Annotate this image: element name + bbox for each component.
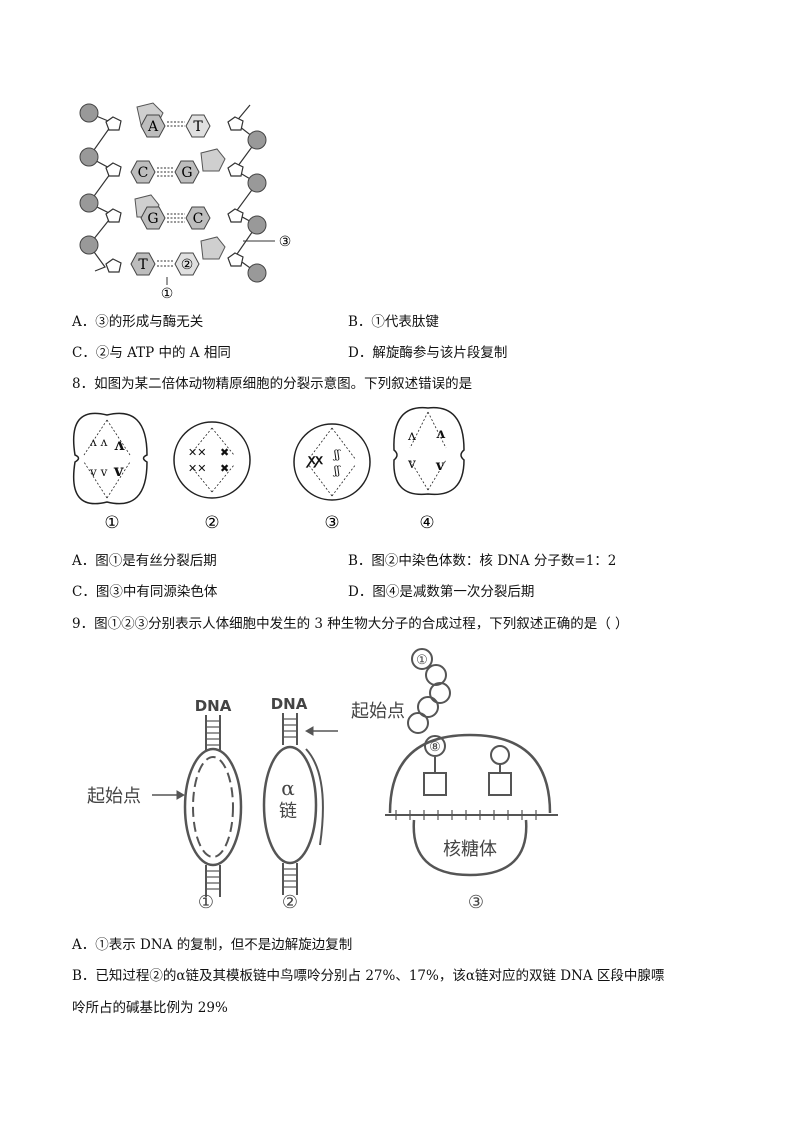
label-3: ③	[279, 234, 292, 250]
translation-ribosome-3	[385, 648, 558, 877]
svg-text:v: v	[407, 456, 416, 472]
cell-1: ʌ ʌ ʌ v v v	[73, 412, 148, 505]
cell-division-figure: ʌ ʌ ʌ v v v ✕✕ ✕✕ ✖ ✖ ꭗꭗ ʃʃ ʃʃ ʌ ʌ v v	[73, 406, 465, 533]
base-label: A	[147, 119, 159, 135]
svg-text:✖: ✖	[220, 446, 229, 459]
q7-option-d[interactable]: D．解旋酶参与该片段复制	[348, 345, 508, 361]
cell-2: ✕✕ ✕✕ ✖ ✖	[173, 421, 251, 499]
base-label: C	[138, 165, 149, 181]
svg-text:ʃʃ: ʃʃ	[332, 448, 341, 461]
cell-label: ①	[104, 513, 119, 533]
right-sugars	[227, 116, 244, 267]
ribosome-label: 核糖体	[443, 839, 497, 860]
q8-stem: 8．如图为某二倍体动物精原细胞的分裂示意图。下列叙述错误的是	[72, 376, 473, 392]
base-label: T	[138, 257, 148, 273]
cell-3: ꭗꭗ ʃʃ ʃʃ	[293, 423, 371, 501]
q8-option-c[interactable]: C．图③中有同源染色体	[72, 584, 218, 600]
base-label: T	[193, 119, 203, 135]
q9-stem: 9．图①②③分别表示人体细胞中发生的 3 种生物大分子的合成过程，下列叙述正确的…	[72, 616, 629, 632]
q8-option-a[interactable]: A．图①是有丝分裂后期	[72, 553, 217, 569]
cell-label: ②	[204, 513, 219, 533]
base-label: G	[181, 165, 192, 181]
svg-text:v: v	[113, 461, 124, 480]
cell-4: ʌ ʌ v v	[393, 406, 465, 496]
base-label: ②	[181, 257, 194, 273]
q9-option-a[interactable]: A．①表示 DNA 的复制，但不是边解旋边复制	[72, 937, 353, 953]
label-1: ①	[161, 286, 174, 300]
amino-acid-8-label: ⑧	[429, 740, 441, 755]
left-phosphates	[79, 103, 99, 255]
svg-text:ʌ: ʌ	[407, 428, 416, 444]
diagram-number-3: ③	[468, 892, 484, 913]
dna-double-helix-figure: A T C G G C T ② ③ ①	[79, 102, 292, 300]
q8-option-d[interactable]: D．图④是减数第一次分裂后期	[348, 584, 535, 600]
base-label: C	[193, 211, 204, 227]
svg-text:✕✕: ✕✕	[188, 446, 206, 459]
q9-option-b-line2[interactable]: 呤所占的碱基比例为 29%	[72, 1000, 228, 1016]
origin-label-right: 起始点	[351, 701, 405, 722]
svg-text:✖: ✖	[220, 462, 229, 475]
purine-rings	[134, 102, 226, 260]
dna-label: DNA	[271, 695, 308, 713]
hydrogen-bonds	[157, 121, 185, 267]
svg-text:v v: v v	[89, 465, 108, 479]
alpha-label: α	[281, 776, 295, 800]
q8-option-b[interactable]: B．图②中染色体数：核 DNA 分子数=1：2	[348, 553, 617, 569]
q7-option-b[interactable]: B．①代表肽键	[348, 314, 439, 330]
svg-text:ʌ: ʌ	[114, 435, 125, 454]
svg-text:v: v	[435, 458, 445, 474]
base-label: G	[147, 211, 158, 227]
left-sugars	[105, 116, 122, 273]
svg-text:✕✕: ✕✕	[188, 462, 206, 475]
cell-label: ③	[324, 513, 339, 533]
svg-text:ʌ: ʌ	[436, 426, 446, 442]
chain-label: 链	[279, 801, 297, 822]
cell-label: ④	[419, 513, 434, 533]
amino-acid-1-label: ①	[416, 653, 428, 668]
replication-bubble-1: DNA	[152, 697, 243, 897]
q7-option-c[interactable]: C．②与 ATP 中的 A 相同	[72, 345, 231, 361]
svg-text:ꭗꭗ: ꭗꭗ	[305, 452, 323, 468]
svg-text:ʃʃ: ʃʃ	[332, 464, 341, 477]
dna-label: DNA	[195, 697, 232, 715]
diagram-number-2: ②	[282, 892, 298, 913]
q9-option-b-line1[interactable]: B．已知过程②的α链及其模板链中鸟嘌呤分别占 27%、17%，该α链对应的双链 …	[72, 968, 665, 984]
right-phosphates	[247, 130, 267, 283]
base-pairs	[130, 114, 211, 276]
origin-label-left: 起始点	[87, 786, 141, 807]
macromolecule-synthesis-figure: DNA 起始点 ① DNA	[87, 648, 558, 913]
q7-option-a[interactable]: A．③的形成与酶无关	[72, 314, 204, 330]
diagram-number-1: ①	[198, 892, 214, 913]
svg-text:ʌ ʌ: ʌ ʌ	[89, 435, 108, 449]
transcription-bubble-2: DNA	[262, 695, 338, 895]
